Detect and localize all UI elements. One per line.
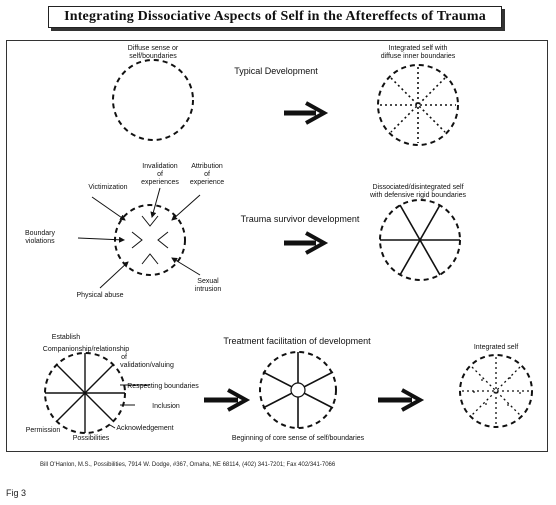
diagram-frame [6, 40, 548, 452]
row3-validation-label: validation/valuing [120, 362, 174, 369]
row3-acknowledgement-label: Acknowledgement [116, 425, 173, 432]
row1-integrated-self-circle [377, 64, 459, 146]
row3-arrow-1 [204, 388, 251, 412]
figure-label: Fig 3 [6, 488, 27, 498]
row3-establish-label: Establish [52, 334, 81, 341]
row3-companionship-label: Companionship/relationship [43, 346, 129, 353]
row2-attacked-self-circle [77, 187, 201, 289]
diagram-title: Integrating Dissociative Aspects of Self… [48, 6, 502, 28]
row3-permission-label: Permission [26, 427, 61, 434]
row3-integrated-self-label: Integrated self [474, 344, 518, 351]
row3-treatment-circle [44, 352, 150, 434]
row3-beginning-core-label: Beginning of core sense of self/boundari… [232, 435, 365, 442]
row3-of-label: of [121, 354, 127, 361]
row2-dissociated-self-circle [379, 199, 461, 281]
footer-credit: Bill O'Hanlon, M.S., Possibilities, 7914… [40, 462, 336, 468]
row1-arrow [284, 101, 329, 125]
row1-typical-development-label: Typical Development [234, 66, 318, 76]
row3-integrated-self-circle [459, 354, 533, 428]
row2-trauma-survivor-label: Trauma survivor development [241, 214, 360, 224]
row3-treatment-facilitation-label: Treatment facilitation of development [223, 336, 371, 346]
row3-possibilities-label: Possibilities [73, 435, 110, 442]
row2-arrow [284, 231, 329, 255]
row3-arrow-2 [378, 388, 425, 412]
row2-victimization-label: Victimization [88, 184, 127, 191]
row1-diffuse-self-circle [112, 59, 194, 141]
row3-core-self-circle [259, 351, 337, 429]
row3-inclusion-label: Inclusion [152, 403, 180, 410]
row2-physical-abuse-label: Physical abuse [76, 292, 123, 299]
row3-respecting-label: Respecting boundaries [127, 383, 199, 390]
